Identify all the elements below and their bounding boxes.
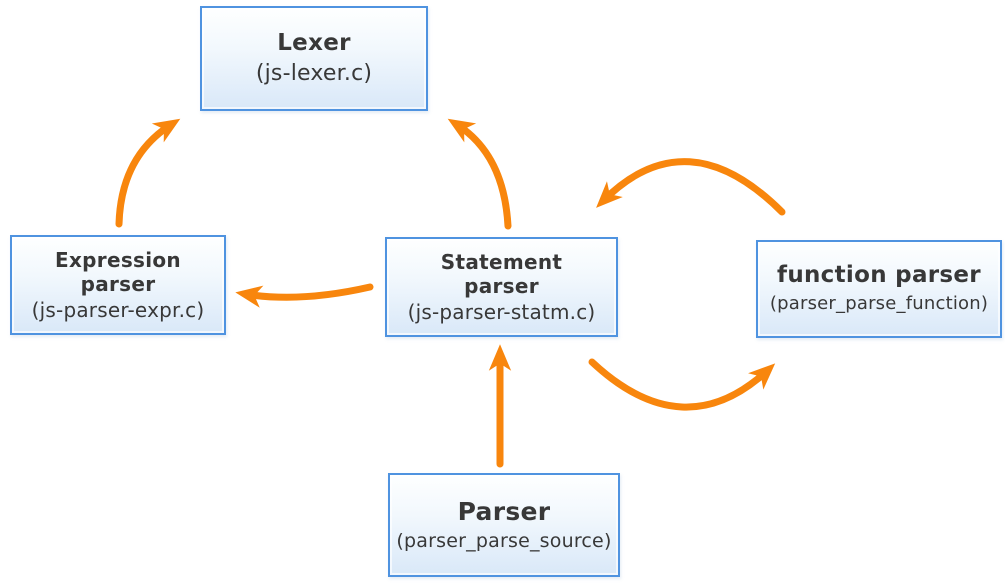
node-function-parser-sublabel: (parser_parse_function) (769, 293, 989, 315)
node-parser-title: Parser (457, 496, 551, 526)
node-lexer-title: Lexer (277, 29, 351, 56)
node-parser-sublabel: (parser_parse_source) (396, 529, 612, 552)
arrow-statement-parser-to-expression-parser (235, 283, 374, 308)
node-parser: Parser (parser_parse_source) (388, 473, 620, 577)
node-expression-parser-sublabel: (js-parser-expr.c) (31, 297, 205, 322)
node-function-parser: function parser (parser_parse_function) (756, 240, 1002, 338)
node-lexer-sublabel: (js-lexer.c) (255, 60, 373, 86)
node-function-parser-title: function parser (777, 262, 981, 289)
node-expression-parser-title: Expression parser (55, 247, 181, 296)
arrow-expression-parser-to-lexer (115, 118, 181, 228)
node-statement-parser-title: Statement parser (440, 249, 563, 298)
arrow-statement-parser-to-function-parser (588, 358, 776, 411)
arrow-function-parser-to-statement-parser (596, 158, 786, 216)
node-lexer: Lexer (js-lexer.c) (200, 6, 428, 111)
node-expression-parser: Expression parser (js-parser-expr.c) (10, 235, 226, 335)
arrow-statement-parser-to-lexer (447, 118, 512, 230)
node-statement-parser-sublabel: (js-parser-statm.c) (407, 299, 596, 324)
node-statement-parser: Statement parser (js-parser-statm.c) (385, 237, 618, 337)
